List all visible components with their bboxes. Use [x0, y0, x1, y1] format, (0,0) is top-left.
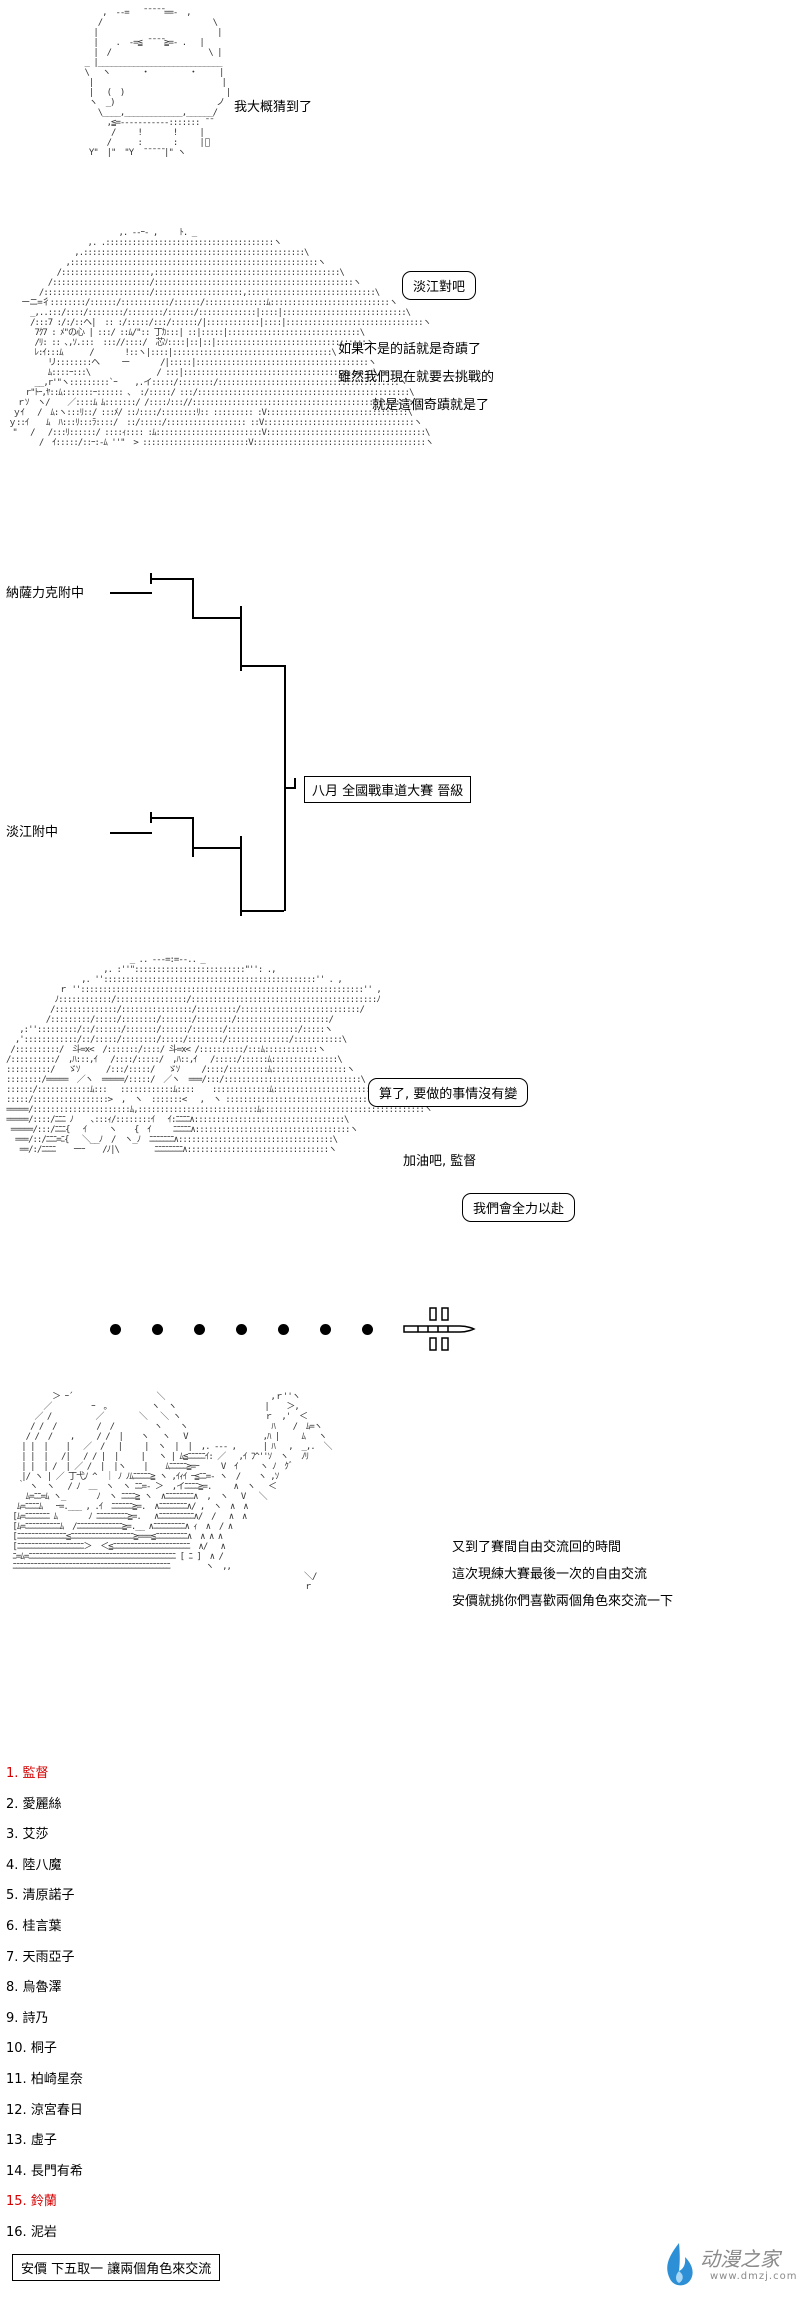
list-item: 6. 桂言葉 [6, 1918, 83, 1949]
list-item-name: 桐子 [30, 2041, 57, 2057]
bracket-final-label: 八月 全國戰車道大賽 晉級 [304, 776, 472, 803]
list-item: 11. 柏崎星奈 [6, 2071, 83, 2102]
list-item-name: 柏崎星奈 [30, 2071, 83, 2087]
bracket-line [192, 847, 240, 849]
narration-line: 又到了賽間自由交流回的時間 [452, 1540, 622, 1555]
list-item-number: 11. [6, 2071, 27, 2087]
bracket-line [152, 578, 192, 580]
list-item: 5. 清原諾子 [6, 1887, 83, 1918]
list-item-number: 12. [6, 2102, 27, 2118]
list-item-number: 5. [6, 1888, 19, 1904]
list-item-number: 6. [6, 1918, 19, 1934]
list-item-number: 4. [6, 1857, 19, 1873]
list-item: 13. 虛子 [6, 2132, 83, 2163]
bracket-tick [150, 812, 152, 823]
watermark-logo: 动漫之家 www.dmzj.com [662, 2237, 798, 2295]
bracket-line [192, 578, 194, 619]
bracket-line [110, 832, 152, 834]
list-item-name: 烏魯澤 [22, 1980, 62, 1996]
narration-line: 就是這個奇蹟就是了 [372, 398, 490, 413]
list-item-number: 2. [6, 1796, 19, 1812]
ellipsis-dot [278, 1324, 289, 1335]
ascii-art-characters-pair: ＞ ｰ´ ＼ ,ｒ''ヽ ／ ｰ ｡ ヽ ヽ | ＞, ／ / ／ ＼ ＼ ヽ … [12, 1392, 332, 1592]
watermark-url: www.dmzj.com [710, 2271, 798, 2282]
bracket-line [284, 787, 294, 789]
list-item-number: 8. [6, 1980, 19, 1996]
list-item-name: 詩乃 [22, 2010, 49, 2026]
bracket-tick [150, 573, 152, 584]
bracket-tick [240, 905, 242, 916]
list-item: 12. 涼宮春日 [6, 2102, 83, 2133]
airplane-icon [403, 1307, 476, 1351]
list-item-name: 長門有希 [30, 2163, 83, 2179]
speech-bubble: 淡江對吧 [402, 271, 477, 300]
ellipsis-dot [110, 1324, 121, 1335]
narration-line: 如果不是的話就是奇蹟了 [338, 342, 482, 357]
speech-text: 加油吧, 監督 [403, 1154, 477, 1169]
list-item-name: 桂言葉 [22, 1918, 62, 1934]
ellipsis-dot [362, 1324, 373, 1335]
list-item-name: 涼宮春日 [30, 2102, 83, 2118]
team-name-bottom: 淡江附中 [6, 825, 59, 840]
ellipsis-dot [194, 1324, 205, 1335]
list-item: 7. 天雨亞子 [6, 1949, 83, 1980]
list-item: 9. 詩乃 [6, 2010, 83, 2041]
list-item-number: 14. [6, 2163, 27, 2179]
bracket-line [192, 617, 240, 619]
bracket-line [242, 910, 284, 912]
ascii-art-character-longhair: ,. --ｰ- , ﾄ. _ ,. .:::::::::::::::::::::… [8, 228, 434, 448]
list-item-number: 10. [6, 2041, 27, 2057]
narration-line: 安價就挑你們喜歡兩個角色來交流一下 [452, 1594, 674, 1609]
list-item-number: 1. [6, 1766, 19, 1781]
list-item-name: 天雨亞子 [22, 1949, 75, 1965]
narration-line: 雖然我們現在就要去挑戰的 [338, 370, 495, 385]
speech-bubble: 算了, 要做的事情沒有變 [368, 1078, 529, 1107]
list-item: 1. 監督 [6, 1765, 83, 1796]
narration-line: 這次現練大賽最後一次的自由交流 [452, 1567, 648, 1582]
list-item-name: 監督 [22, 1766, 49, 1781]
list-item-number: 13. [6, 2133, 27, 2149]
bracket-line [192, 817, 194, 857]
list-item-name: 虛子 [30, 2133, 57, 2149]
list-item: 2. 愛麗絲 [6, 1796, 83, 1827]
list-item: 15. 鈴蘭 [6, 2193, 83, 2224]
list-item: 10. 桐子 [6, 2040, 83, 2071]
ascii-art-character-hat: _ .. ---=:=--.. _ ,. :''":::::::::::::::… [6, 955, 433, 1155]
watermark-name: 动漫之家 [700, 2247, 780, 2271]
bracket-line [240, 606, 242, 666]
list-item-name: 陸八魔 [22, 1857, 62, 1873]
list-item: 3. 艾莎 [6, 1826, 83, 1857]
ellipsis-dot [236, 1324, 247, 1335]
list-item-name: 鈴蘭 [30, 2194, 57, 2210]
speech-text: 我大概猜到了 [234, 100, 313, 115]
list-item-number: 3. [6, 1827, 19, 1843]
bracket-line [242, 665, 284, 667]
list-item-number: 16. [6, 2224, 27, 2240]
list-item-name: 清原諾子 [22, 1888, 75, 1904]
list-item: 8. 烏魯澤 [6, 1979, 83, 2010]
ellipsis-dot [152, 1324, 163, 1335]
list-item-number: 9. [6, 2010, 19, 2026]
flame-logo-icon [667, 2243, 693, 2286]
list-item-number: 7. [6, 1949, 19, 1965]
bracket-tick [294, 778, 296, 789]
speech-bubble: 我們會全力以赴 [462, 1193, 576, 1222]
ellipsis-dot [320, 1324, 331, 1335]
list-item-name: 愛麗絲 [22, 1796, 62, 1812]
list-item-number: 15. [6, 2194, 27, 2210]
bracket-line [110, 592, 152, 594]
list-item: 16. 泥岩 [6, 2224, 83, 2255]
bracket-line [152, 817, 192, 819]
team-name-top: 納薩力克附中 [6, 586, 85, 601]
footer-instruction: 安價 下五取一 讓兩個角色來交流 [12, 2254, 221, 2281]
bracket-tick [240, 660, 242, 671]
bracket-line [240, 836, 242, 911]
list-item: 4. 陸八魔 [6, 1857, 83, 1888]
list-item-name: 艾莎 [22, 1827, 49, 1843]
list-item-name: 泥岩 [30, 2224, 57, 2240]
ascii-art-character-capped: , --= ̄ ̄ ̄ ̄ ̄ ==- , / \ | | | . -=≦ ̄ … [84, 8, 232, 158]
list-item: 14. 長門有希 [6, 2163, 83, 2194]
